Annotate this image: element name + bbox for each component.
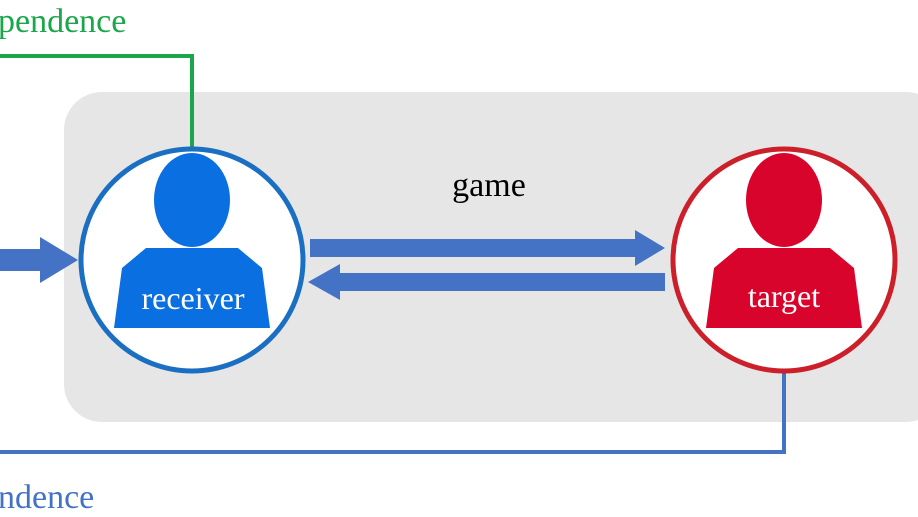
arrow-receiver-to-target [310, 230, 665, 266]
top-partial-label: pendence [0, 3, 126, 40]
incoming-arrow [0, 237, 78, 283]
person-icon [706, 153, 862, 328]
game-label: game [452, 167, 526, 204]
bottom-partial-label: ndence [0, 479, 94, 516]
receiver-label: receiver [141, 280, 244, 316]
receiver-node: receiver [78, 146, 306, 374]
target-node: target [670, 146, 898, 374]
top-connector-line [0, 54, 194, 155]
person-icon [114, 153, 270, 328]
bottom-connector-line [0, 372, 786, 454]
target-label: target [748, 278, 820, 314]
arrow-target-to-receiver [308, 264, 665, 300]
